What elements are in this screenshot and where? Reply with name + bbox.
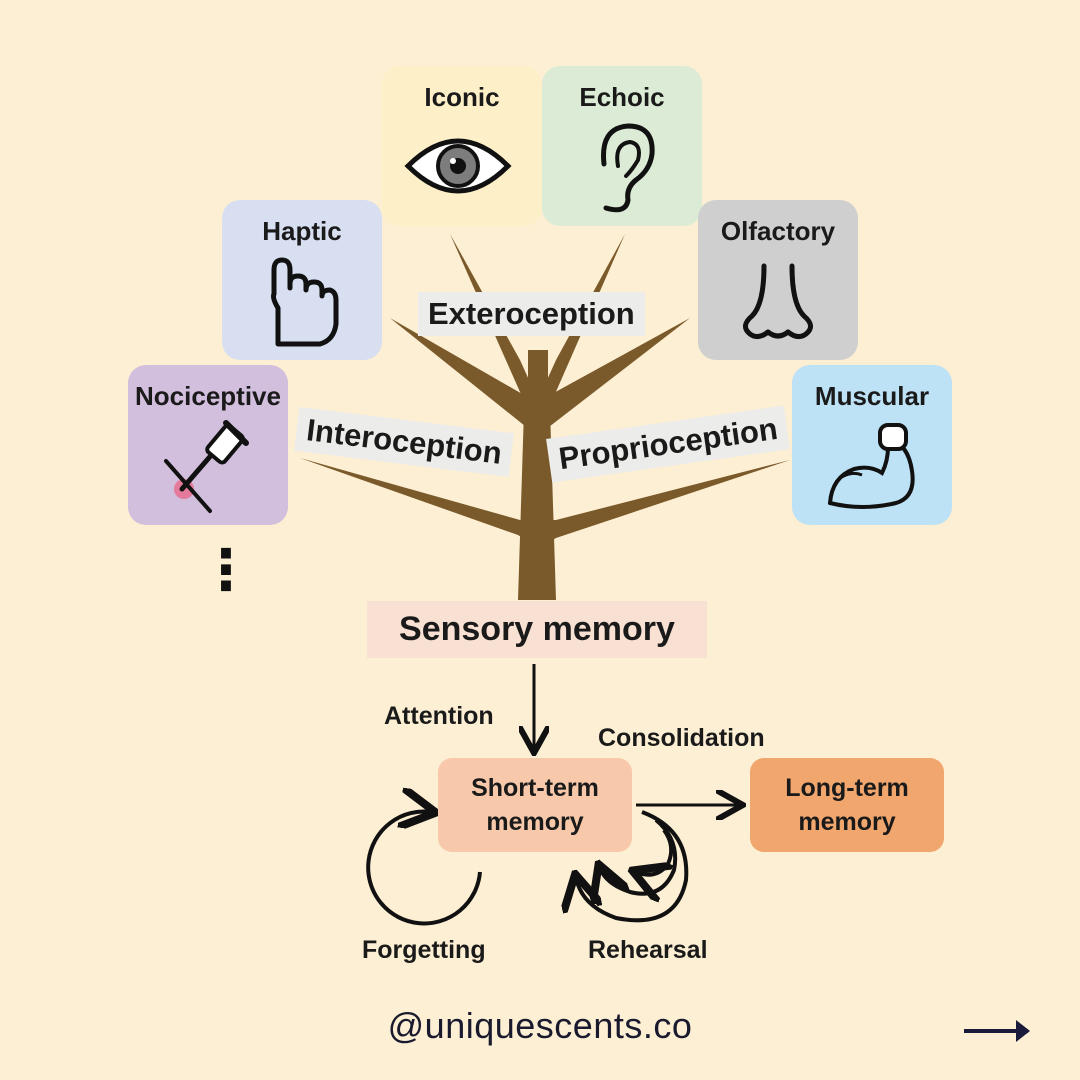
olfactory-label: Olfactory <box>720 216 836 246</box>
nociceptive-label: Nociceptive <box>135 381 281 411</box>
echoic-label: Echoic <box>579 82 665 112</box>
short-term-line2: memory <box>486 808 584 836</box>
sensory-memory-label: Sensory memory <box>367 601 707 658</box>
echoic-box: Echoic <box>542 66 702 226</box>
nose-icon <box>743 263 813 340</box>
rehearsal-loop-3 <box>636 828 674 875</box>
hand-pointer-icon <box>271 257 339 347</box>
iconic-label: Iconic <box>424 82 500 112</box>
short-term-line1: Short-term <box>471 774 599 802</box>
forgetting-loop <box>366 811 482 926</box>
haptic-label: Haptic <box>262 216 342 246</box>
haptic-box: Haptic <box>222 200 382 360</box>
forgetting-label: Forgetting <box>362 936 486 964</box>
muscular-box: Muscular <box>792 365 952 525</box>
account-handle: @uniquescents.co <box>387 1005 693 1046</box>
long-term-memory-box: Long-term memory <box>750 758 944 852</box>
eye-icon <box>404 138 512 194</box>
exteroception-label: Exteroception <box>418 292 645 336</box>
nociceptive-box: Nociceptive <box>128 365 288 525</box>
iconic-box: Iconic <box>382 66 542 226</box>
muscular-label: Muscular <box>814 381 930 411</box>
short-term-memory-box: Short-term memory <box>438 758 632 852</box>
more-senses-indicator: ⋮ <box>198 538 254 601</box>
ear-icon <box>601 123 655 213</box>
long-term-line2: memory <box>798 808 896 836</box>
rehearsal-label: Rehearsal <box>588 936 708 964</box>
attention-label: Attention <box>384 702 494 730</box>
consolidation-label: Consolidation <box>598 724 765 752</box>
rehearsal-loop-1 <box>576 810 689 923</box>
arrow-right-icon[interactable] <box>960 1016 1040 1046</box>
olfactory-box: Olfactory <box>698 200 858 360</box>
flexed-arm-icon <box>828 423 915 509</box>
long-term-line1: Long-term <box>785 774 909 802</box>
pin-prick-icon <box>164 420 249 513</box>
